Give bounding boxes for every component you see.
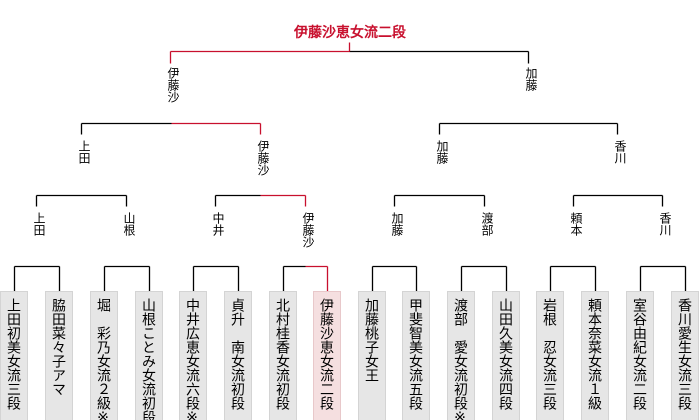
player-box: 堀 彩乃女流２級※ — [90, 291, 118, 420]
round3-winner: 加藤 — [390, 212, 404, 236]
player-box: 山田久美女流四段 — [492, 291, 520, 420]
player-box: 脇田菜々子アマ — [45, 291, 73, 420]
player-box: 北村桂香女流初段 — [269, 291, 297, 420]
player-box: 頼本奈菜女流１級 — [581, 291, 609, 420]
player-box: 香川愛生女流三段 — [671, 291, 699, 420]
player-box: 山根ことみ女流初段 — [135, 291, 163, 420]
player-box: 中井広恵女流六段※ — [179, 291, 207, 420]
round2-winner: 加藤 — [435, 140, 449, 164]
player-box: 貞升 南女流初段 — [224, 291, 252, 420]
round3-winner: 中井 — [211, 212, 225, 236]
player-box: 加藤桃子女王 — [358, 291, 386, 420]
player-box: 岩根 忍女流三段 — [536, 291, 564, 420]
player-box: 上田初美女流三段 — [0, 291, 28, 420]
player-box: 渡部 愛女流初段※ — [447, 291, 475, 420]
round3-winner: 伊藤沙 — [301, 212, 315, 248]
round3-winner: 頼本 — [569, 212, 583, 236]
round2-winner: 上田 — [77, 140, 91, 164]
champion-label: 伊藤沙恵女流二段 — [294, 25, 406, 41]
round1-winner-right: 加藤 — [524, 67, 538, 91]
round3-winner: 山根 — [122, 212, 136, 236]
round3-winner: 上田 — [32, 212, 46, 236]
player-box: 室谷由紀女流二段 — [626, 291, 654, 420]
player-box-winner: 伊藤沙恵女流二段 — [313, 291, 341, 420]
round1-winner-left: 伊藤沙 — [166, 67, 180, 103]
round2-winner: 香川 — [613, 140, 627, 164]
round3-winner: 香川 — [658, 212, 672, 236]
round2-winner: 伊藤沙 — [256, 140, 270, 176]
player-box: 甲斐智美女流五段 — [402, 291, 430, 420]
round3-winner: 渡部 — [480, 212, 494, 236]
